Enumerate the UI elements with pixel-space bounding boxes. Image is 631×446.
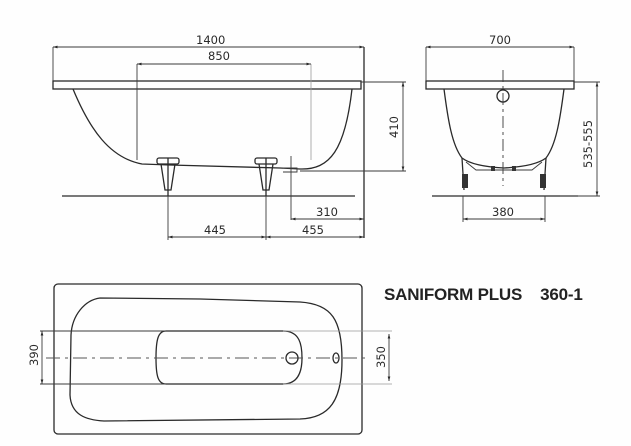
dim-leg-spacing: 445: [204, 223, 226, 237]
overflow-slot: [332, 352, 340, 364]
dim-right-width: 350: [374, 346, 388, 368]
dim-height-range: 535-555: [581, 120, 595, 168]
overflow-hole: [496, 89, 510, 103]
plan-outer-rim: [53, 283, 363, 435]
plan-view: 390 350: [27, 283, 392, 435]
dim-inner-length: 850: [208, 49, 230, 63]
dim-overall-length: 1400: [196, 33, 225, 47]
dim-left-width: 390: [27, 344, 41, 366]
end-view: 700 535-555 380: [425, 33, 600, 222]
product-name: SANIFORM PLUS: [384, 285, 523, 304]
dim-leg-width: 380: [492, 205, 514, 219]
side-body-outline: [72, 88, 353, 170]
product-title: SANIFORM PLUS 360-1: [384, 285, 583, 305]
dim-drain-offset: 310: [316, 205, 338, 219]
side-view: 1400 850 410 310 445 455: [52, 33, 406, 240]
plan-basin-outline: [69, 297, 343, 422]
drain-hole: [285, 351, 299, 365]
end-rim: [425, 80, 575, 90]
product-model: 360-1: [540, 285, 583, 304]
plan-floor-outline: [155, 330, 303, 385]
leg-right: [254, 157, 278, 196]
dim-overall-width: 700: [489, 33, 511, 47]
side-rim: [52, 80, 362, 90]
dim-leg-to-end: 455: [302, 223, 324, 237]
leg-left: [156, 157, 180, 196]
dim-depth: 410: [387, 116, 401, 138]
